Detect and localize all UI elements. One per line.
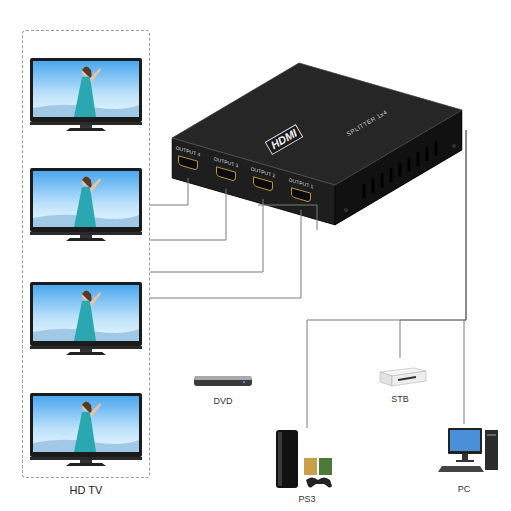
pc-computer: PC [428, 424, 500, 494]
hdmi-port [291, 187, 311, 203]
hdmi-cable [150, 178, 188, 205]
hdmi-port [178, 155, 198, 171]
device-icon [368, 358, 432, 392]
hdmi-cable [400, 130, 466, 358]
hdmi-cable [150, 189, 226, 240]
tv-illustration [22, 30, 150, 478]
hdmi-cable [150, 199, 263, 272]
device-label: PS3 [268, 495, 346, 504]
device-icon [188, 366, 258, 394]
device-label: PC [428, 485, 500, 494]
dvd-player: DVD [188, 366, 258, 406]
set-top-box: STB [368, 358, 432, 404]
device-label: DVD [188, 397, 258, 406]
splitter-body [168, 60, 466, 230]
hdmi-cable [150, 210, 301, 298]
device-label: STB [368, 395, 432, 404]
device-icon [268, 428, 346, 492]
hdmi-port [216, 166, 236, 182]
hdmi-port [253, 176, 273, 192]
tv-group: HD TV [22, 30, 150, 478]
hdmi-splitter: HDMISPLITTER 1x4OUTPUT 4OUTPUT 3OUTPUT 2… [168, 60, 466, 230]
hdmi-cable [307, 130, 466, 428]
hdmi-cable [464, 130, 466, 424]
ps3-console: PS3 [268, 428, 346, 504]
group-heading: HD TV [23, 485, 149, 496]
device-icon [428, 424, 500, 482]
hdmi-cable [258, 205, 317, 230]
